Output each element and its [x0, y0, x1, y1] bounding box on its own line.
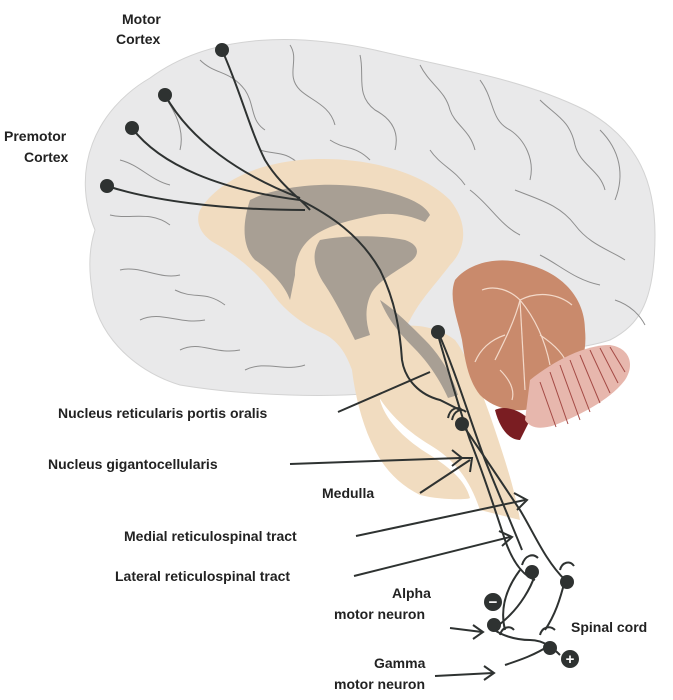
label-medulla: Medulla	[322, 485, 374, 501]
pons	[495, 408, 530, 440]
motor-pathway-2	[164, 94, 301, 199]
premotor-pathway-1	[131, 127, 301, 201]
alpha-motor-neuron	[487, 618, 501, 632]
label-spinal-cord: Spinal cord	[571, 619, 647, 635]
neuron-dots	[100, 43, 574, 655]
medulla-striated	[525, 345, 630, 428]
premotor-pathway-2	[106, 185, 306, 211]
third-ventricle	[314, 236, 417, 340]
sulci-lines	[109, 44, 646, 371]
label-nucleus-reticularis-portis-oralis: Nucleus reticularis portis oralis	[58, 405, 268, 421]
spinal-neuron-1	[525, 565, 539, 579]
label-alpha-l1: Alpha	[392, 585, 431, 601]
label-arrows	[289, 371, 529, 681]
minus-sign: −	[489, 594, 498, 611]
label-medial-reticulospinal-tract: Medial reticulospinal tract	[124, 528, 297, 544]
synapse-arcs	[447, 407, 575, 636]
label-premotor-cortex-l2: Cortex	[24, 149, 69, 165]
portis-oralis-neuron	[431, 325, 445, 339]
spinal-branch-4	[502, 569, 521, 631]
premotor-cortex-neuron-2	[100, 179, 114, 193]
lateral-reticulospinal-path	[461, 423, 566, 581]
gamma-motor-neuron	[543, 641, 557, 655]
aqueduct	[380, 300, 458, 398]
excitatory-badge: +	[561, 650, 579, 668]
medial-reticulospinal-path	[437, 331, 523, 551]
motor-cortex-neuron-2	[158, 88, 172, 102]
label-gamma-l2: motor neuron	[334, 676, 425, 692]
label-lateral-reticulospinal-tract: Lateral reticulospinal tract	[115, 568, 290, 584]
label-nucleus-gigantocellularis: Nucleus gigantocellularis	[48, 456, 218, 472]
vertical-descending-1	[437, 334, 536, 581]
lateral-ventricle	[244, 184, 430, 300]
spinal-neuron-2	[560, 575, 574, 589]
label-motor-cortex-l2: Cortex	[116, 31, 161, 47]
spinal-branch-1	[544, 579, 566, 631]
label-alpha-l2: motor neuron	[334, 606, 425, 622]
motor-cortex-neuron-1	[215, 43, 229, 57]
label-gamma-l1: Gamma	[374, 655, 426, 671]
inhibitory-badge: −	[484, 593, 502, 611]
premotor-cortex-neuron-1	[125, 121, 139, 135]
corticoreticular-tract	[299, 199, 461, 411]
label-premotor-cortex-l1: Premotor	[4, 128, 67, 144]
neural-pathways	[106, 49, 566, 666]
gigantocellularis-neuron	[455, 417, 469, 431]
label-motor-cortex-l1: Motor	[122, 11, 161, 27]
plus-sign: +	[566, 651, 575, 668]
brainstem	[355, 325, 520, 520]
labels: Motor Cortex Premotor Cortex Nucleus ret…	[4, 11, 647, 692]
